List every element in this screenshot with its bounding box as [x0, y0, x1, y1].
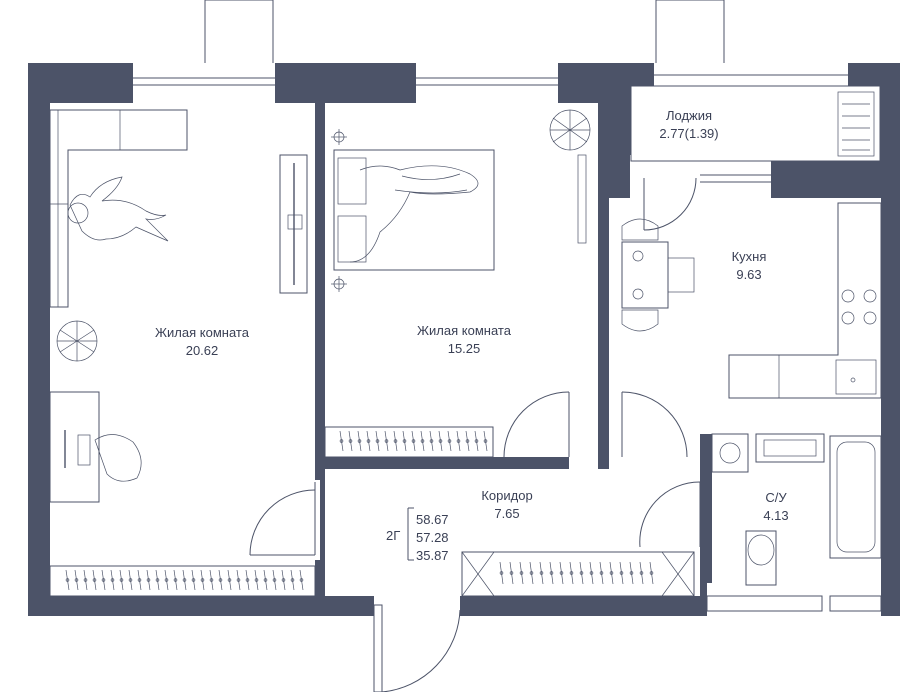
room-area-living-2: 15.25 [448, 341, 481, 356]
room-name-kitchen: Кухня [732, 249, 767, 264]
living-room-2-furniture [324, 109, 591, 458]
living-room-1-furniture [49, 109, 316, 597]
kitchen-floor [609, 198, 881, 394]
plant-icon [56, 320, 98, 362]
plant-icon [549, 109, 591, 151]
stove-icon [841, 289, 877, 325]
loggia-floor [631, 86, 880, 161]
total-area: 58.67 [416, 512, 449, 527]
living-area: 35.87 [416, 548, 449, 563]
bathroom-floor [712, 430, 881, 583]
apartment-summary: 2Г 58.67 57.28 35.87 [386, 507, 449, 563]
room-area-loggia: 2.77(1.39) [659, 126, 718, 141]
lamp-icon [331, 129, 347, 145]
toilet-icon [745, 530, 777, 586]
apartment-code: 2Г [386, 528, 400, 543]
room-name-living-2: Жилая комната [417, 323, 512, 338]
room-area-corridor: 7.65 [494, 506, 519, 521]
wardrobe-hangers [65, 430, 654, 591]
room-name-loggia: Лоджия [666, 108, 712, 123]
room-interiors [50, 86, 881, 616]
corridor-wardrobe [461, 551, 695, 597]
bottom-openings [706, 595, 882, 612]
living-room-2-floor [325, 103, 598, 457]
room-name-corridor: Коридор [481, 488, 532, 503]
lamp-icon [331, 276, 347, 292]
bathroom-fixtures [711, 433, 882, 586]
room-area-kitchen: 9.63 [736, 267, 761, 282]
kitchen-furniture [621, 202, 882, 399]
room-name-bathroom: С/У [765, 490, 787, 505]
corridor-floor [325, 469, 700, 596]
room-area-bathroom: 4.13 [763, 508, 788, 523]
windows [133, 0, 848, 198]
doors [249, 177, 701, 692]
loggia-furniture [630, 85, 881, 162]
room-name-living-1: Жилая комната [155, 325, 250, 340]
room-labels: Жилая комната 20.62 Жилая комната 15.25 … [155, 108, 789, 523]
net-area: 57.28 [416, 530, 449, 545]
room-area-living-1: 20.62 [186, 343, 219, 358]
